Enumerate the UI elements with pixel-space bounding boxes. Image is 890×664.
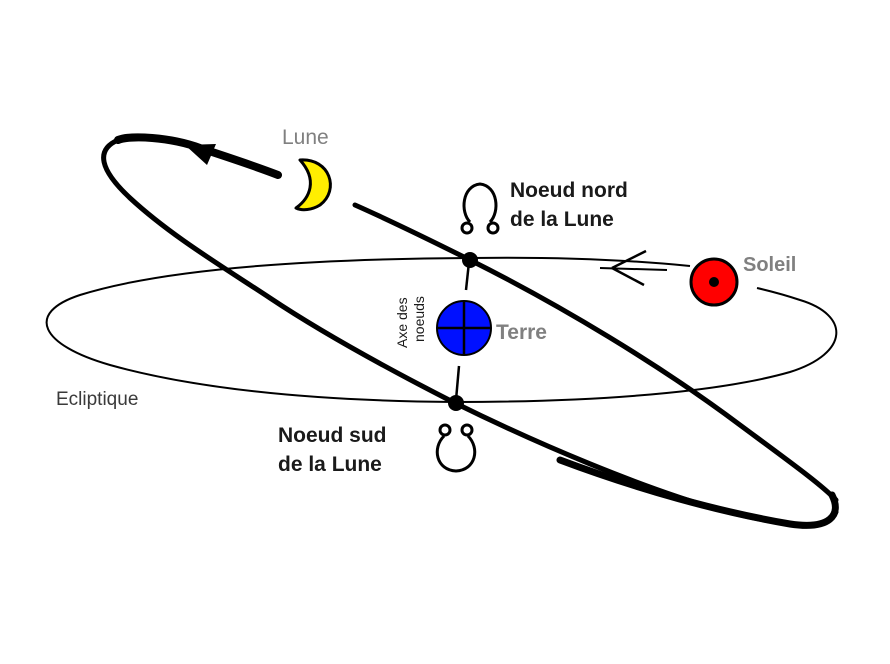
earth-label: Terre [496, 321, 547, 344]
axis-label-line2: noeuds [411, 296, 427, 342]
moon-icon [294, 158, 332, 212]
north-node-symbol-icon [460, 182, 500, 235]
north-node-label-line1: Noeud nord [510, 179, 628, 202]
axis-label-line1: Axe des [394, 297, 410, 348]
earth-icon [436, 300, 492, 356]
sun-label: Soleil [743, 254, 796, 276]
lunar-orbit-upper-arm-right [352, 202, 839, 503]
south-node-symbol-icon [435, 423, 477, 473]
south-node-point [448, 395, 464, 411]
sun-icon [689, 257, 739, 307]
orbit-direction-arrowhead [185, 144, 216, 165]
moon-label: Lune [282, 126, 329, 149]
ecliptic-orbit [45, 256, 838, 404]
north-node-label-line2: de la Lune [510, 208, 614, 231]
south-node-label-line2: de la Lune [278, 453, 382, 476]
ecliptic-direction-arrow [599, 249, 668, 287]
north-node-point [462, 252, 478, 268]
ecliptic-label: Ecliptique [56, 389, 138, 410]
lunar-orbit-lower-arm-thick [556, 456, 839, 529]
south-node-label-line1: Noeud sud [278, 424, 387, 447]
